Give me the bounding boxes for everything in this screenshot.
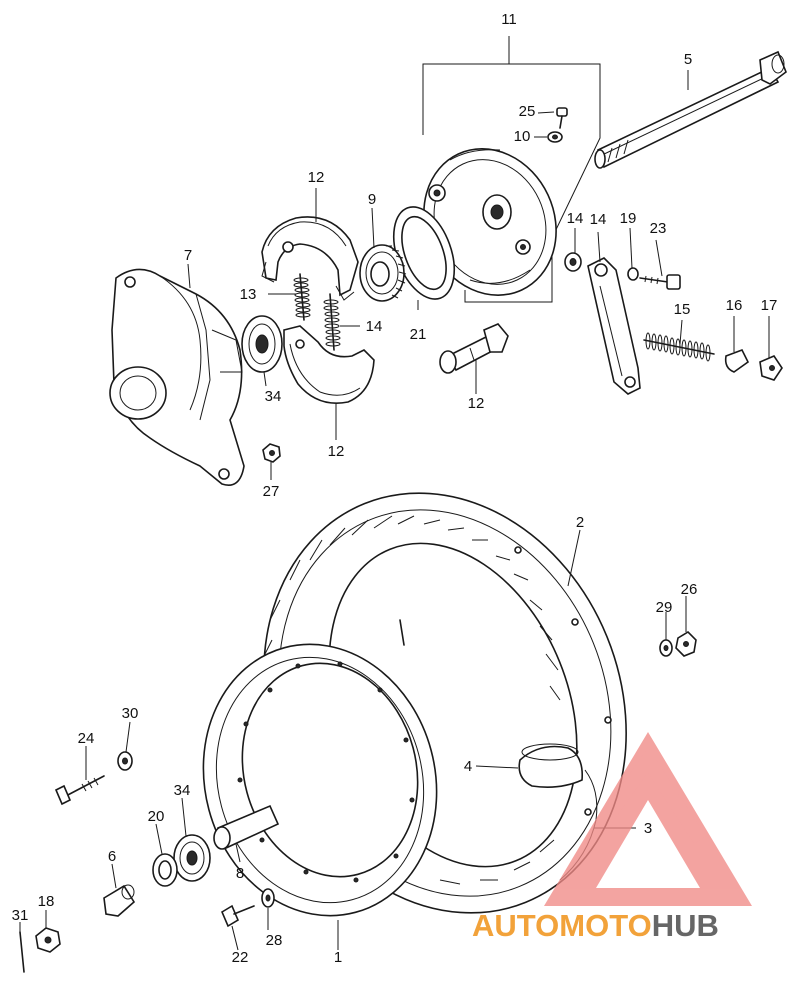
rim-1: [202, 643, 438, 917]
seal-22: [152, 853, 178, 887]
callout-2: 2: [576, 514, 584, 531]
spacer-8: [213, 804, 280, 850]
callout-4: 4: [464, 758, 472, 775]
callout-22: 20: [148, 808, 165, 825]
cotter-pin-33: [19, 931, 25, 973]
callout-28: 26: [681, 581, 698, 598]
bolt-26: [54, 775, 105, 806]
callout-30: 28: [266, 932, 283, 949]
watermark-text-automoto: AUTOMOTO: [472, 908, 652, 943]
callout-26: 24: [78, 730, 95, 747]
callout-8: 8: [236, 865, 244, 882]
callout-29: 27: [263, 483, 280, 500]
callout-17: 15: [674, 301, 691, 318]
callout-16: 14: [567, 210, 584, 227]
callout-20: 18: [38, 893, 55, 910]
washer-32: [117, 751, 133, 771]
callout-19: 17: [761, 297, 778, 314]
bearing-34-lower: [173, 834, 211, 882]
brake-panel-group-bracket: [422, 36, 601, 303]
pin-18: [724, 348, 750, 373]
callout-27: 25: [519, 103, 536, 120]
watermark-text-hub: HUB: [652, 908, 719, 943]
callout-18: 16: [726, 297, 743, 314]
callout-25: 23: [650, 220, 667, 237]
brake-shoe-lower-12: [283, 325, 375, 404]
callout-leaders: [19, 70, 770, 951]
watermark-text: AUTOMOTOHUB: [472, 908, 719, 943]
callout-14-left: 13: [240, 286, 257, 303]
callout-12-upper: 12: [308, 169, 325, 186]
callout-9: 9: [368, 191, 376, 208]
callout-3: 3: [644, 820, 652, 837]
axle-part: [594, 50, 787, 169]
callout-12-lower: 12: [328, 443, 345, 460]
washer-31: [659, 639, 673, 657]
nut-29: [262, 443, 281, 463]
wheel-hub-7: [109, 268, 245, 486]
dust-seal-23: [392, 206, 456, 300]
rim-band-4: [518, 743, 584, 788]
callout-34-lower: 34: [174, 782, 191, 799]
callout-11: 11: [501, 11, 517, 28]
nut-20: [35, 927, 61, 953]
watermark-triangle-icon: [544, 732, 752, 906]
collar-6: [103, 884, 136, 917]
brake-panel-part: [423, 148, 557, 296]
callout-24: 22: [232, 949, 249, 966]
callout-31: 29: [656, 599, 673, 616]
callout-32: 30: [122, 705, 139, 722]
brake-arm-15: [587, 257, 641, 395]
bolt-27-and-washer-10: [534, 107, 568, 143]
callout-10: 10: [514, 128, 531, 145]
callout-labels: 11 5 25 10 12 9 14 14 19 23 7 13 15 16 1…: [12, 11, 778, 966]
brake-cam-13: [439, 323, 509, 374]
watermark-logo: [544, 732, 752, 906]
callout-15: 14: [590, 211, 607, 228]
callout-33: 31: [12, 907, 29, 924]
callout-14-right: 14: [366, 318, 383, 335]
callout-7: 7: [184, 247, 192, 264]
washer-30: [261, 888, 275, 908]
bearing-34-upper: [241, 315, 283, 373]
callout-21: 19: [620, 210, 637, 227]
callout-13: 12: [468, 395, 485, 412]
nut-19: [759, 355, 783, 381]
brake-spring-14b: [323, 293, 341, 351]
washer-21-bolt-25: [627, 267, 681, 290]
brake-spring-14a: [293, 273, 311, 321]
brake-shoe-upper-12: [261, 216, 359, 301]
spring-17: [643, 332, 715, 362]
callout-5: 5: [684, 51, 692, 68]
callout-23: 21: [410, 326, 427, 343]
collar-16: [564, 252, 582, 272]
callout-1: 1: [334, 949, 342, 966]
callout-34-upper: 34: [265, 388, 282, 405]
nut-28: [675, 630, 697, 657]
bolt-24: [220, 904, 255, 928]
bearing-9: [359, 244, 407, 302]
callout-6: 6: [108, 848, 116, 865]
